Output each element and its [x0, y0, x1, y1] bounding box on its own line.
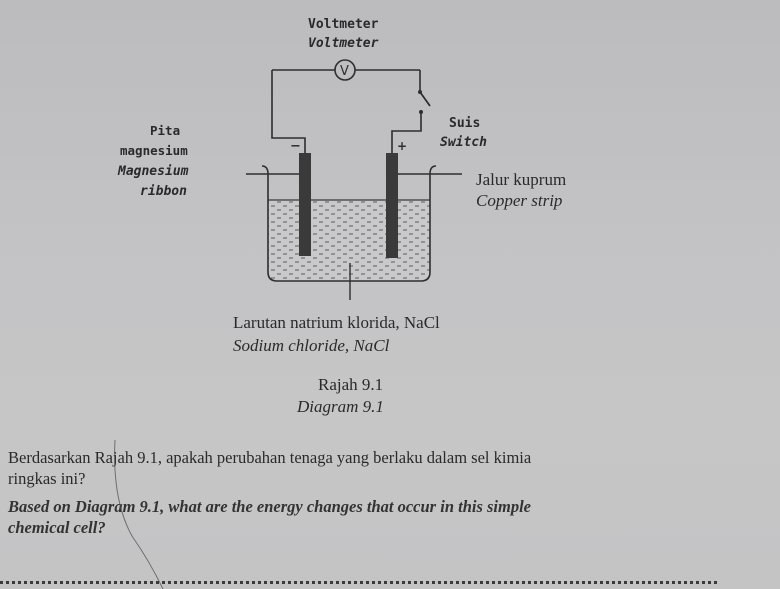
sodium-chloride-solution — [268, 200, 430, 281]
circuit-drawing: − + V — [246, 59, 462, 300]
question-block: Berdasarkan Rajah 9.1, apakah perubahan … — [8, 447, 768, 538]
question-en-line2: chemical cell? — [8, 518, 106, 537]
answer-line[interactable] — [0, 581, 717, 584]
solution-label-ms: Larutan natrium klorida, NaCl — [233, 313, 440, 332]
magnesium-label-ms-line2: magnesium — [120, 143, 188, 158]
beaker — [261, 165, 437, 282]
diagram-caption-en: Diagram 9.1 — [297, 397, 384, 416]
negative-sign: − — [290, 139, 301, 154]
voltmeter-label-ms: Voltmeter — [308, 17, 379, 32]
copper-strip-electrode — [386, 153, 398, 258]
wire-left — [271, 70, 306, 153]
copper-label-en: Copper strip — [476, 191, 563, 210]
magnesium-label-ms-line1: Pita — [150, 123, 181, 138]
magnesium-label-en-line1: Magnesium — [118, 164, 189, 179]
chemical-cell-diagram: − + V Voltmeter Voltmeter Pita magnesium… — [118, 17, 567, 300]
voltmeter-label-en: Voltmeter — [308, 36, 379, 51]
solution-label-en: Sodium chloride, NaCl — [233, 336, 390, 355]
copper-label-ms: Jalur kuprum — [476, 170, 567, 189]
diagram-caption-ms: Rajah 9.1 — [318, 375, 384, 394]
question-ms-line1: Berdasarkan Rajah 9.1, apakah perubahan … — [8, 448, 532, 467]
switch-label-ms: Suis — [449, 116, 481, 131]
switch-pivot — [418, 90, 422, 94]
magnesium-label-en-line2: ribbon — [140, 184, 187, 199]
question-en-line1: Based on Diagram 9.1, what are the energ… — [8, 497, 532, 516]
positive-sign: + — [397, 139, 407, 153]
question-ms-line2: ringkas ini? — [8, 469, 86, 488]
voltmeter-icon — [334, 59, 356, 81]
wire-right-lower — [391, 112, 422, 153]
switch-label-en: Switch — [440, 135, 487, 150]
magnesium-ribbon-electrode — [299, 153, 311, 256]
voltmeter-symbol: V — [340, 64, 349, 79]
switch-contact — [419, 110, 423, 114]
switch-blade — [419, 91, 431, 107]
